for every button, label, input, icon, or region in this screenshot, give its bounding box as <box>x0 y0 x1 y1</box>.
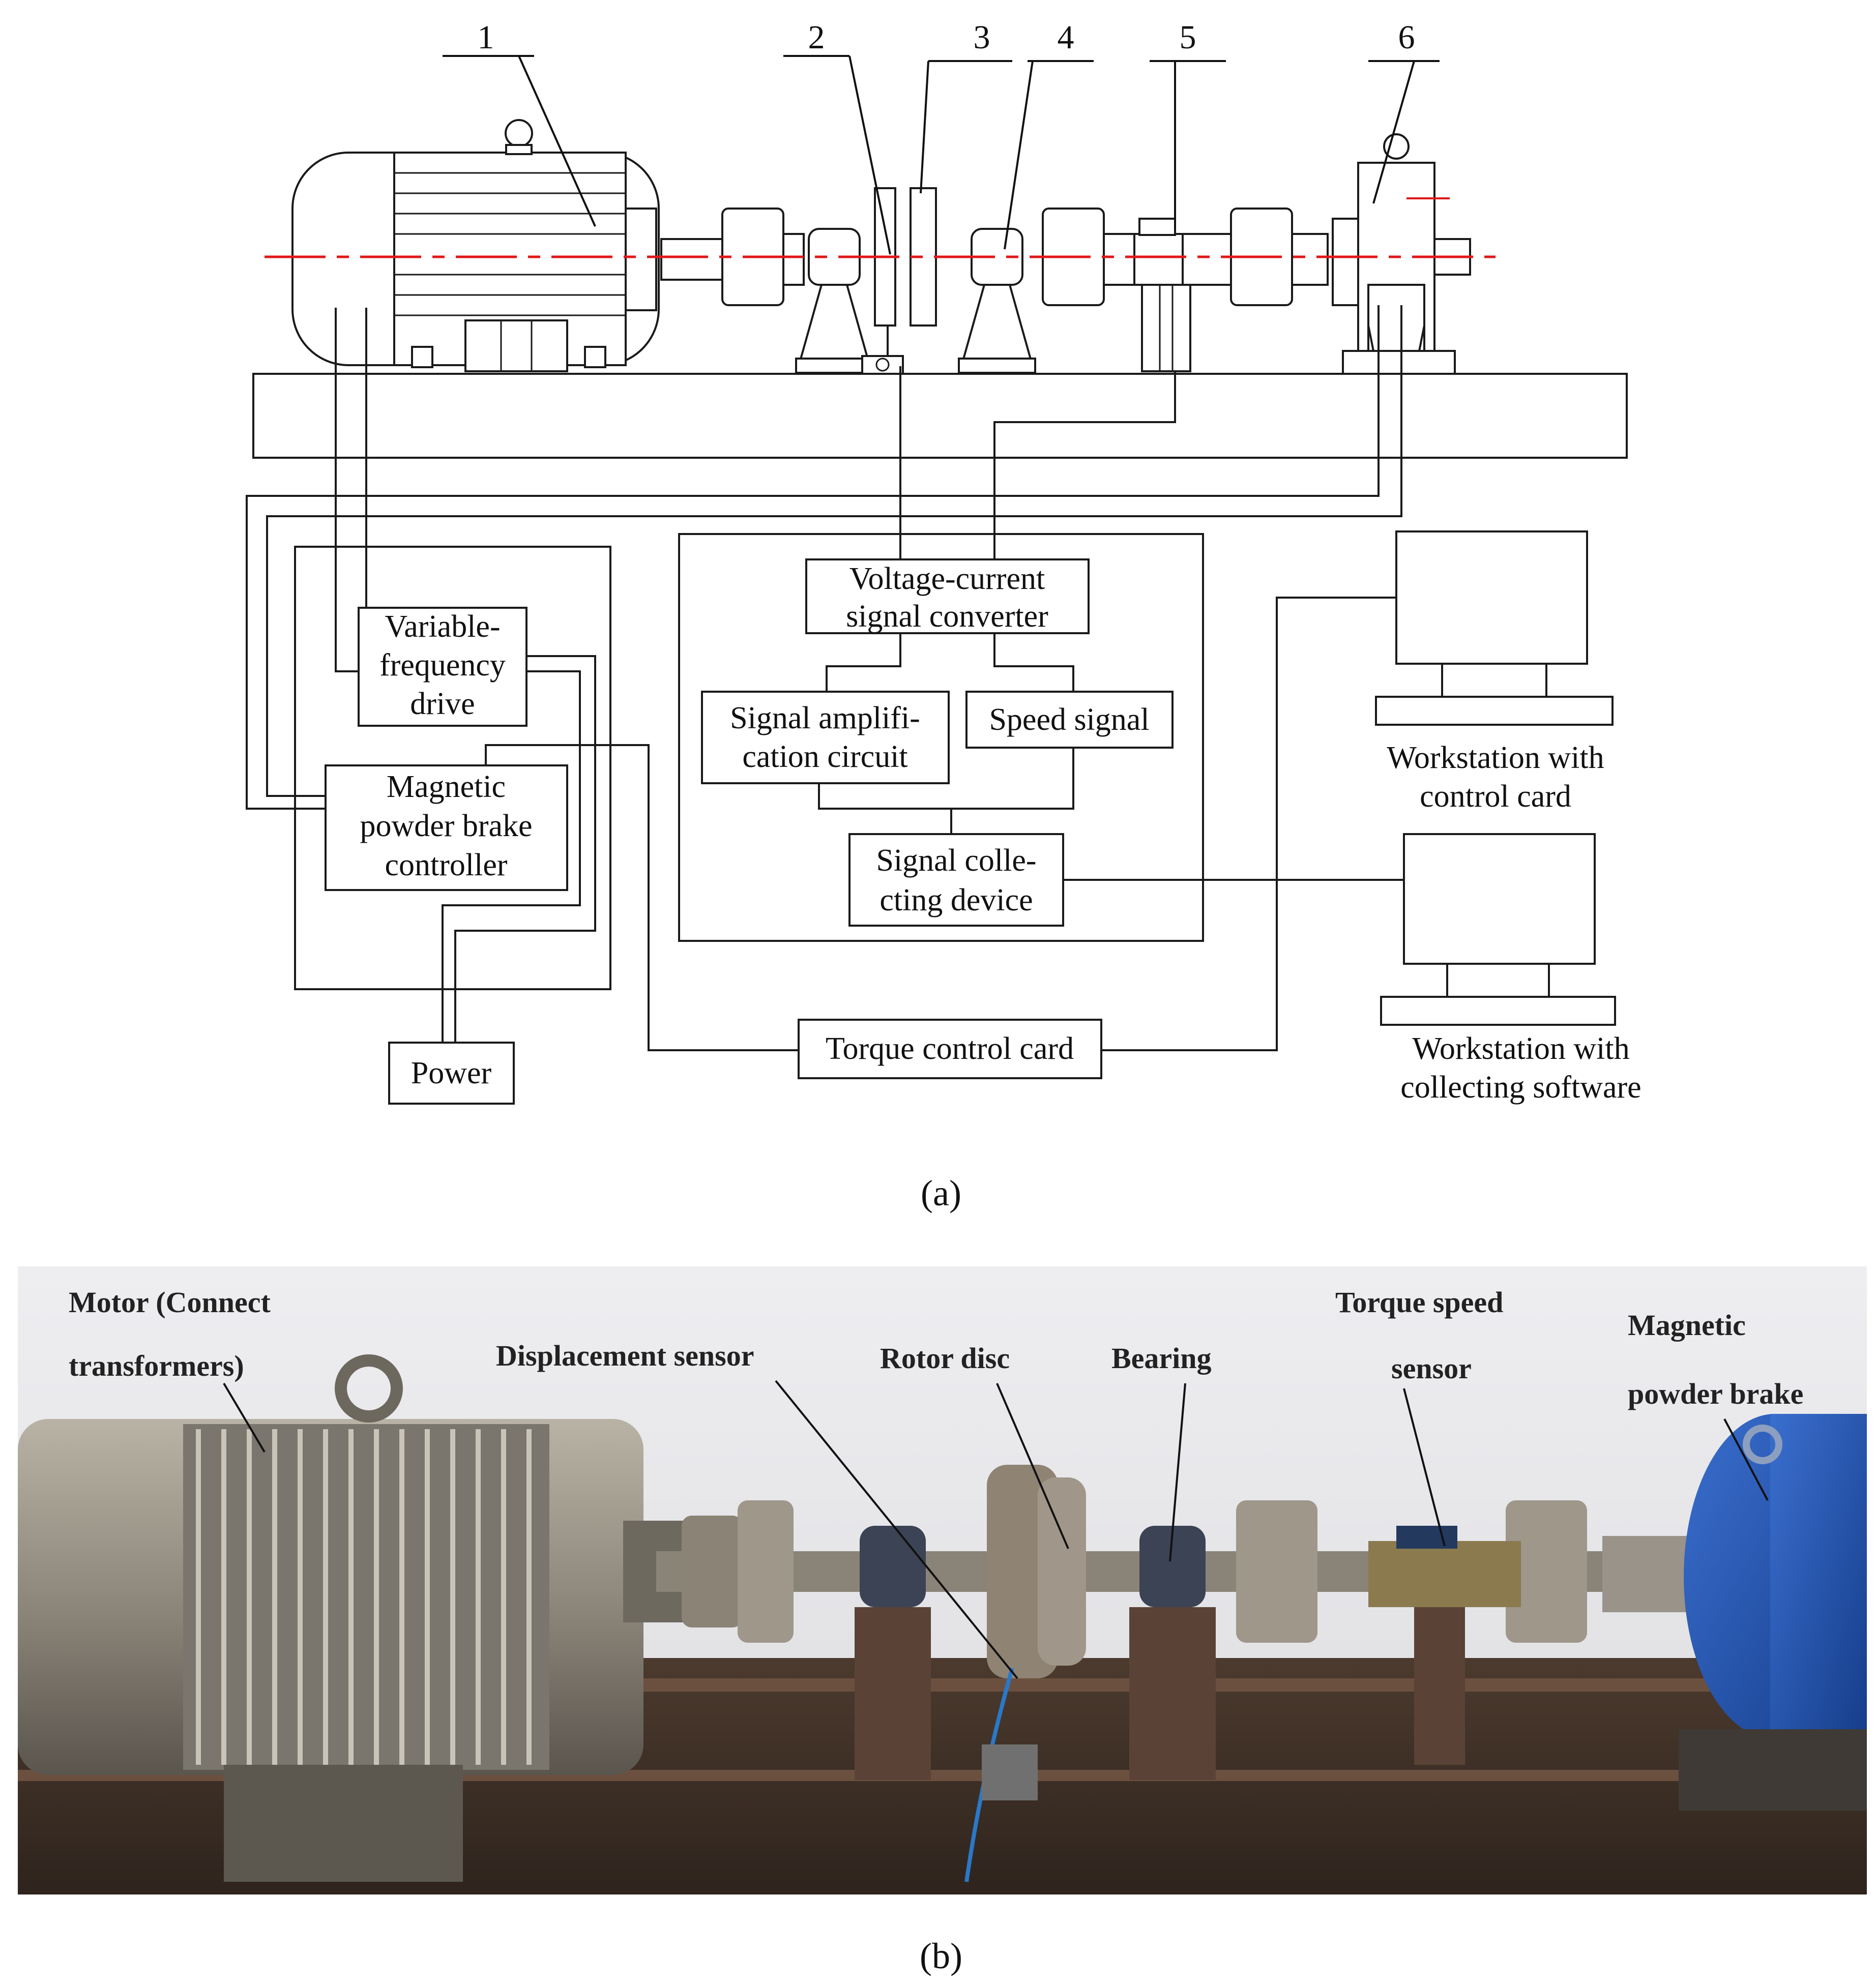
label-motor-line-1: Motor (Connect <box>69 1286 271 1319</box>
label-brake-line-2: powder brake <box>1628 1377 1803 1410</box>
ws-collect-line-1: Workstation with <box>1412 1031 1629 1066</box>
caption-b: (b) <box>920 1936 962 1976</box>
photo-bearing-right <box>1139 1526 1206 1607</box>
photo-magnetic-brake <box>1602 1414 1867 1811</box>
photo-pointers <box>223 1380 1769 1679</box>
label-torque-speed-line-2: sensor <box>1391 1352 1472 1385</box>
label-motor-line-2: transformers) <box>69 1349 244 1382</box>
torque-card-label: Torque control card <box>826 1031 1074 1066</box>
motor-drawing <box>291 119 660 372</box>
collect-line-1: Signal colle- <box>876 843 1036 878</box>
vfd-line-3: drive <box>410 687 475 721</box>
label-rotor-disc: Rotor disc <box>880 1342 1010 1375</box>
vfd-line-2: frequency <box>379 648 506 683</box>
base-plate <box>252 373 1628 459</box>
block-signal-amp: Signal amplifi- cation circuit <box>701 691 950 784</box>
part-number-4: 4 <box>1058 19 1074 56</box>
amp-line-2: cation circuit <box>742 739 907 774</box>
block-vc-converter: Voltage-current signal converter <box>805 558 1090 634</box>
part-numbers: 1 2 3 4 5 6 <box>478 19 1415 56</box>
vfd-line-1: Variable- <box>385 609 500 644</box>
converter-line-2: signal converter <box>846 599 1048 634</box>
schematic-diagram: 1 2 3 4 5 6 <box>246 19 1641 1213</box>
controller-line-3: controller <box>385 848 507 882</box>
label-brake-line-1: Magnetic <box>1628 1309 1746 1342</box>
label-torque-speed-line-1: Torque speed <box>1335 1286 1503 1319</box>
ws-collect-line-2: collecting software <box>1400 1070 1641 1105</box>
collect-line-2: cting device <box>880 883 1033 917</box>
wiring <box>246 305 1404 1051</box>
block-brake-controller: Magnetic powder brake controller <box>325 764 568 891</box>
speed-signal-label: Speed signal <box>989 702 1149 737</box>
block-power: Power <box>388 1042 515 1105</box>
photo-motor <box>18 1354 684 1882</box>
part-number-6: 6 <box>1398 19 1415 56</box>
converter-line-1: Voltage-current <box>849 561 1045 596</box>
power-label: Power <box>411 1056 492 1090</box>
block-speed-signal: Speed signal <box>965 691 1174 749</box>
ws-control-line-1: Workstation with <box>1387 741 1604 775</box>
photo-torque-sensor <box>1368 1541 1521 1607</box>
ws-control-line-2: control card <box>1420 779 1571 814</box>
workstation-control: Workstation with control card <box>1375 530 1614 814</box>
part-number-3: 3 <box>974 19 990 56</box>
controller-line-2: powder brake <box>360 809 532 843</box>
label-bearing: Bearing <box>1111 1342 1212 1375</box>
block-signal-collecting: Signal colle- cting device <box>848 833 1064 927</box>
part-number-1: 1 <box>478 19 494 56</box>
photo-panel: Motor (Connect transformers) Displacemen… <box>18 1266 1867 1976</box>
caption-a: (a) <box>921 1173 961 1213</box>
block-torque-card: Torque control card <box>798 1019 1102 1079</box>
amp-line-1: Signal amplifi- <box>730 701 920 735</box>
photo-bearing-left <box>860 1526 926 1607</box>
block-vfd: Variable- frequency drive <box>358 607 527 727</box>
part-number-leaders <box>443 55 1440 255</box>
photo-labels: Motor (Connect transformers) Displacemen… <box>69 1286 1803 1410</box>
part-number-5: 5 <box>1180 19 1196 56</box>
shaft-components <box>660 133 1471 375</box>
label-displacement-sensor: Displacement sensor <box>496 1339 754 1372</box>
controller-line-1: Magnetic <box>387 769 506 804</box>
part-number-2: 2 <box>808 19 825 56</box>
workstation-collect: Workstation with collecting software <box>1380 833 1641 1105</box>
